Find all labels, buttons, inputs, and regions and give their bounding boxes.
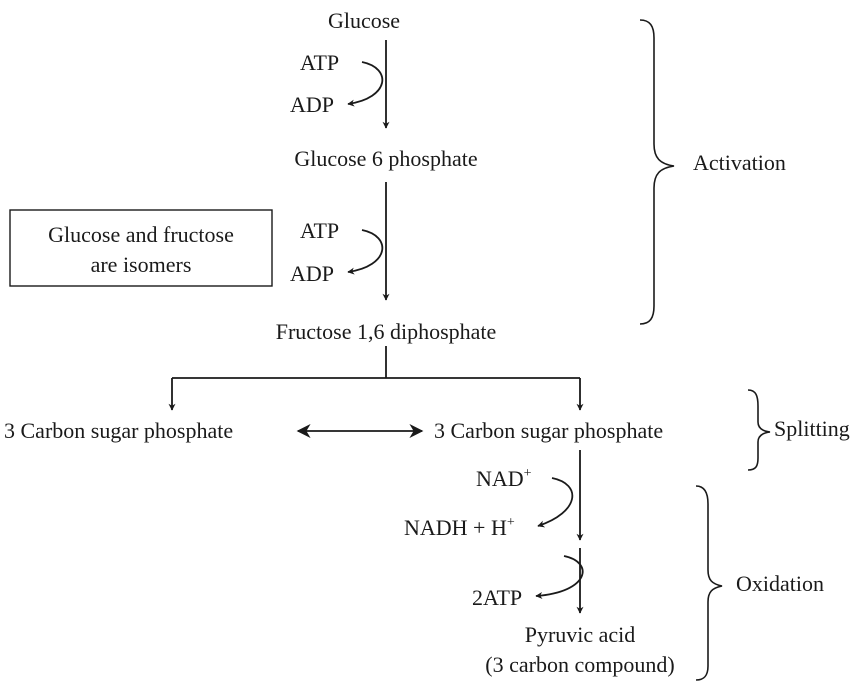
cofactor-2atp: 2ATP — [472, 585, 522, 610]
compound-pyruvic-acid: Pyruvic acid — [525, 622, 636, 647]
brace-splitting — [747, 389, 771, 471]
note-box — [9, 209, 273, 287]
cofactor-nad-charge: + — [524, 466, 532, 481]
cofactor-adp-1: ADP — [290, 92, 334, 117]
compound-carbon-sugar-phosphate-right: 3 Carbon sugar phosphate — [434, 418, 663, 443]
brace-oxidation — [695, 485, 723, 681]
cofactor-atp-2: ATP — [300, 218, 339, 243]
brace-activation — [639, 19, 675, 325]
compound-pyruvic-acid-note: (3 carbon compound) — [485, 652, 674, 677]
curved-arrow-atp-to-adp-1 — [347, 61, 384, 107]
stage-label-activation: Activation — [693, 150, 786, 175]
stage-label-splitting: Splitting — [774, 416, 850, 441]
curved-arrow-atp-to-adp-2 — [347, 229, 384, 275]
cofactor-nad-label: NAD — [476, 466, 524, 491]
cofactor-adp-2: ADP — [290, 261, 334, 286]
cofactor-nadh-charge: + — [507, 515, 515, 530]
compound-carbon-sugar-phosphate-left: 3 Carbon sugar phosphate — [4, 418, 233, 443]
compound-glucose-6-phosphate: Glucose 6 phosphate — [294, 146, 477, 171]
curved-arrow-nad-to-nadh — [537, 477, 574, 528]
cofactor-nad: NAD+ — [476, 466, 532, 491]
compound-glucose: Glucose — [328, 8, 400, 33]
cofactor-nadh: NADH + H+ — [404, 515, 515, 540]
stage-label-oxidation: Oxidation — [736, 571, 824, 596]
note-box-line-2: are isomers — [91, 252, 192, 277]
curved-arrow-to-2atp — [535, 555, 584, 600]
cofactor-atp-1: ATP — [300, 50, 339, 75]
note-box-line-1: Glucose and fructose — [48, 222, 234, 247]
compound-fructose-1-6-diphosphate: Fructose 1,6 diphosphate — [276, 319, 497, 344]
cofactor-nadh-label: NADH + H — [404, 515, 507, 540]
